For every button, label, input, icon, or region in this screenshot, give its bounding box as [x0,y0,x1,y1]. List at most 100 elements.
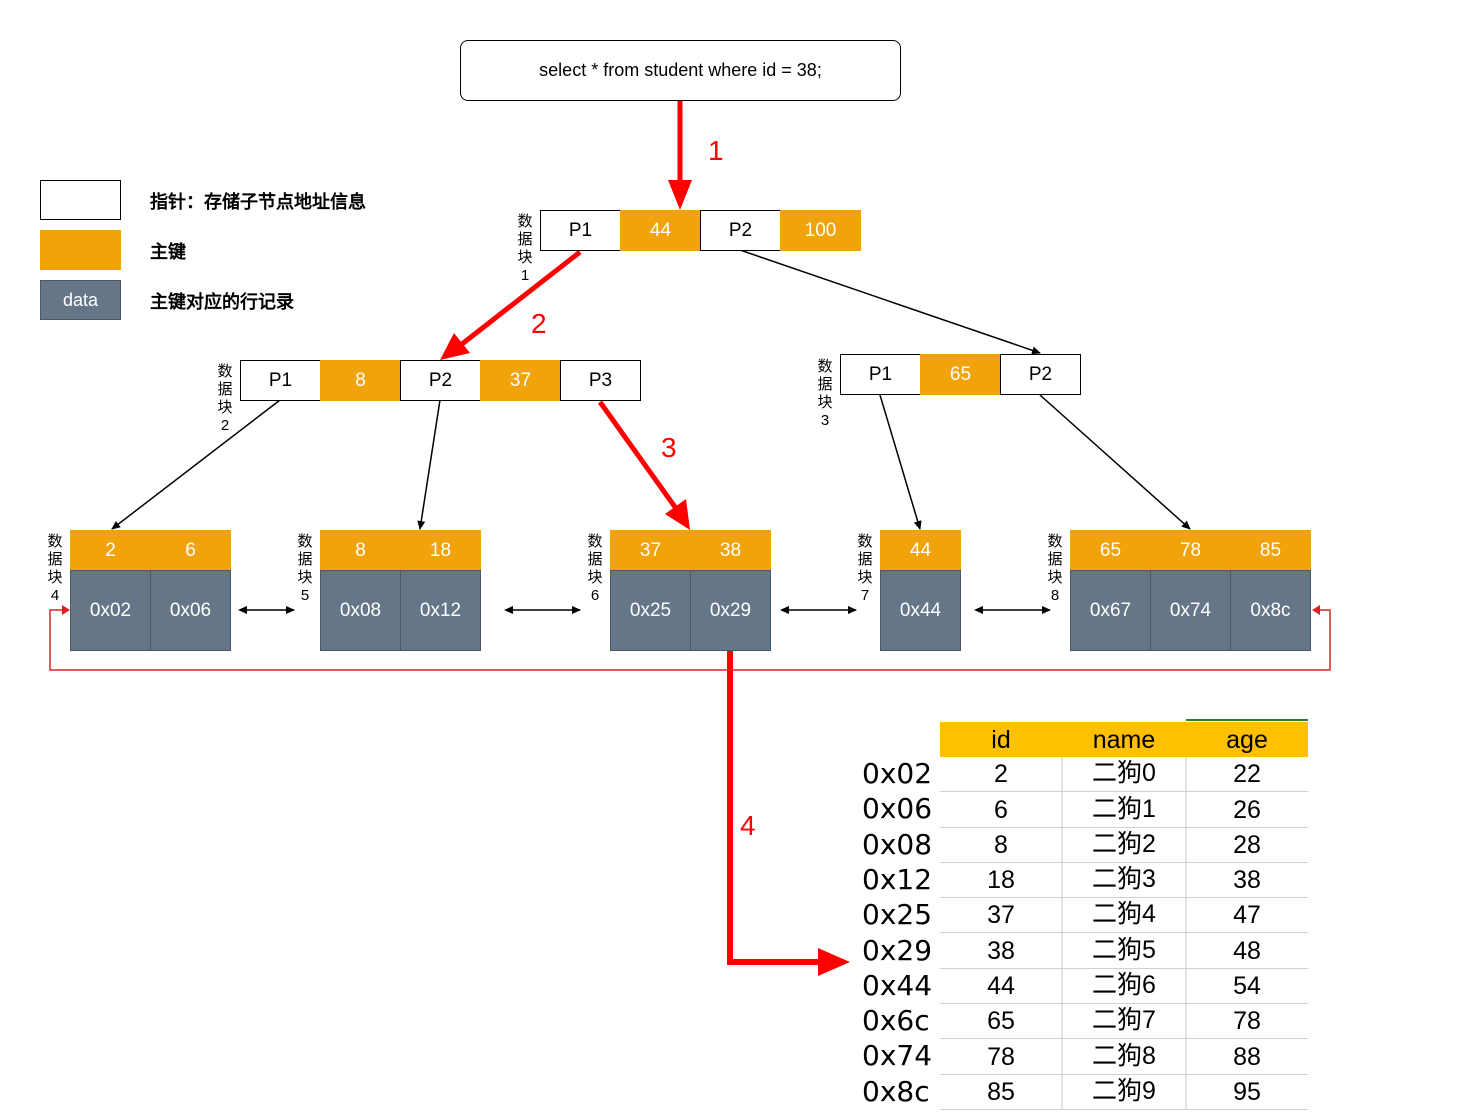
leaf8-key: 65 [1070,530,1151,571]
step-label-2: 2 [531,308,547,339]
pointer-b2-p2 [417,399,441,530]
block3-p2: P2 [1000,354,1081,395]
cell-id: 65 [940,1004,1062,1040]
leaf5-key: 8 [320,530,401,571]
query-text: select * from student where id = 38; [539,60,822,80]
leaf8-data: 0x8c [1230,570,1311,651]
leaf5-data: 0x08 [320,570,401,651]
cell-age: 78 [1186,1004,1308,1040]
pointer-b2-p1 [111,399,281,530]
leaf5-data: 0x12 [400,570,481,651]
leaf6-key: 38 [690,530,771,571]
cell-age: 26 [1186,792,1308,828]
row-address: 0x12 [862,862,933,896]
cell-id: 2 [940,757,1062,793]
row-address: 0x29 [862,933,933,967]
cell-id: 18 [940,863,1062,899]
table-grid [1061,757,1187,1110]
leaf7-data: 0x44 [880,570,961,651]
cell-name: 二狗2 [1062,828,1186,863]
step-arrow-3 [597,400,690,530]
cell-id: 78 [940,1039,1062,1075]
root-key-44: 44 [620,210,701,251]
block2-p3: P3 [560,360,641,401]
legend-data-swatch: data [40,280,121,320]
cell-age: 22 [1186,757,1308,793]
cell-id: 37 [940,898,1062,934]
leaf7-key: 44 [880,530,961,571]
cell-age: 95 [1186,1075,1308,1110]
leaf8-data: 0x74 [1150,570,1231,651]
legend-pointer-swatch [40,180,121,220]
root-key-100: 100 [780,210,861,251]
pointer-b3-p2 [1039,394,1191,530]
cell-age: 88 [1186,1039,1308,1075]
cell-name: 二狗0 [1062,757,1186,793]
row-address: 0x06 [862,792,933,826]
cell-id: 8 [940,828,1062,863]
leaf6-key: 37 [610,530,691,571]
header-age: age [1226,726,1268,754]
query-box: select * from student where id = 38; [460,40,901,101]
row-address: 0x8c [862,1074,930,1108]
step-label-1: 1 [708,135,724,166]
row-address: 0x6c [862,1004,930,1038]
block2-key-8: 8 [320,360,401,401]
leaf8-data: 0x67 [1070,570,1151,651]
block2-p1: P1 [240,360,321,401]
pointer-root-p2 [739,249,1041,355]
row-address: 0x74 [862,1039,933,1073]
block3-p1: P1 [840,354,921,395]
cell-age: 47 [1186,898,1308,934]
leaf5-key: 18 [400,530,481,571]
step-arrow-1 [668,101,692,210]
row-address: 0x25 [862,898,933,932]
cell-age: 54 [1186,969,1308,1005]
leaf8-key: 85 [1230,530,1311,571]
row-address: 0x02 [862,757,933,790]
cell-age: 28 [1186,828,1308,863]
leaf4-data: 0x06 [150,570,231,651]
row-address: 0x08 [862,827,933,861]
header-name: name [1092,726,1156,754]
step-arrow-2 [440,250,582,360]
block2-key-37: 37 [480,360,561,401]
step-label-4: 4 [740,810,756,841]
leaf6-data: 0x25 [610,570,691,651]
root-p2: P2 [700,210,781,251]
table-header: id name age [940,722,1308,757]
cell-age: 48 [1186,934,1308,969]
cell-name: 二狗8 [1062,1039,1186,1075]
leaf8-key: 78 [1150,530,1231,571]
cell-id: 38 [940,934,1062,969]
leaf4-key: 2 [70,530,151,571]
step-arrow-4 [727,650,850,976]
cell-name: 二狗5 [1062,934,1186,969]
cell-name: 二狗1 [1062,792,1186,828]
legend: 指针：存储子节点地址信息 主键 data 主键对应的行记录 [40,180,440,325]
root-p1: P1 [540,210,621,251]
row-address: 0x44 [862,968,933,1002]
cell-age: 38 [1186,863,1308,899]
leaf4-data: 0x02 [70,570,151,651]
cell-name: 二狗3 [1062,863,1186,899]
legend-data-text: 主键对应的行记录 [150,292,294,312]
legend-key-swatch [40,230,121,270]
legend-data-box-label: data [62,289,99,310]
leaf4-key: 6 [150,530,231,571]
cell-id: 85 [940,1075,1062,1110]
